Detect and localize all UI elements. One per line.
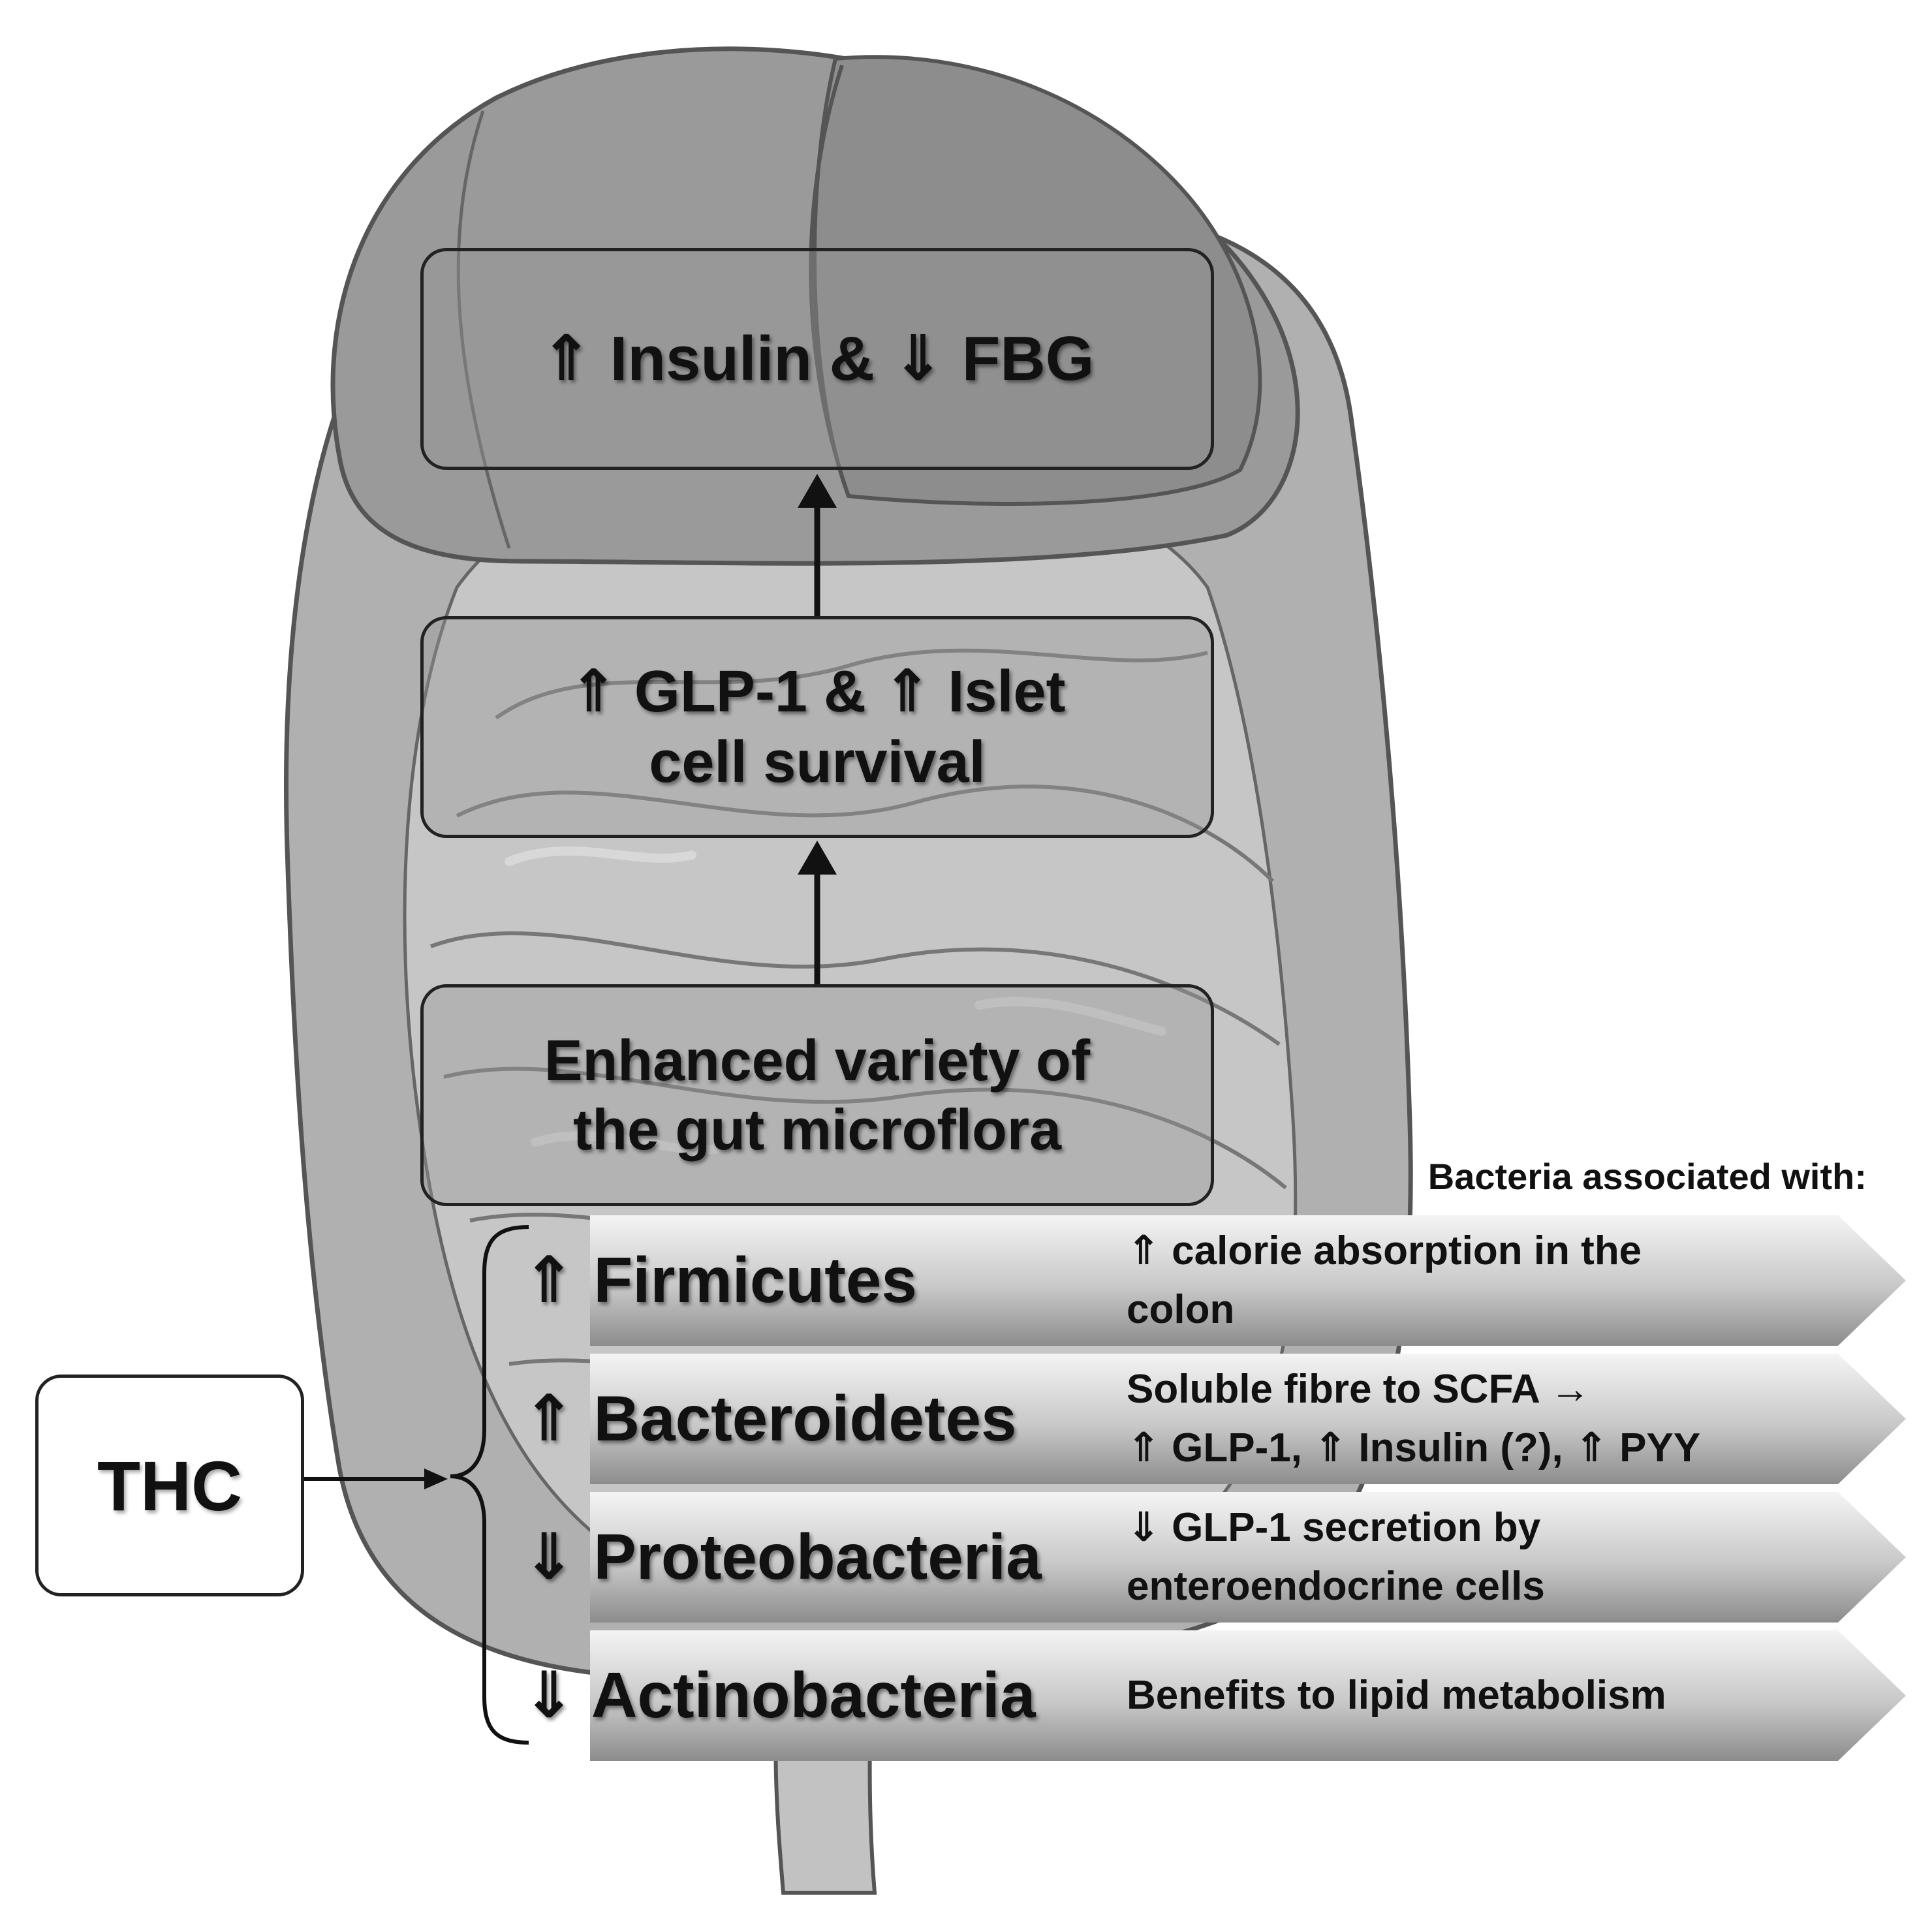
glp1-islet-label-line1: ⇑ GLP-1 & ⇑ Islet [569, 659, 1066, 724]
bacteria-effect-text: Soluble fibre to SCFA → ⇑ GLP-1, ⇑ Insul… [1127, 1367, 1701, 1470]
bacteria-effect-text: ⇑ calorie absorption in the colon [1127, 1228, 1642, 1332]
bacteria-effect: ⇑ calorie absorption in the colon [1127, 1215, 1805, 1346]
microflora-variety-box: Enhanced variety of the gut microflora [420, 984, 1214, 1206]
bacteria-header: Bacteria associated with: [1427, 1156, 1867, 1197]
bacteria-effect: Soluble fibre to SCFA → ⇑ GLP-1, ⇑ Insul… [1127, 1354, 1805, 1484]
lobe-divider-2 [456, 110, 511, 549]
bacteria-row-actinobacteria: ⇓ Actinobacteria Benefits to lipid metab… [0, 1630, 1932, 1761]
bacteria-effect-text: ⇓ GLP-1 secretion by enteroendocrine cel… [1127, 1505, 1545, 1609]
bacteria-name: ⇓ Proteobacteria [522, 1521, 1042, 1592]
thc-box: THC [35, 1375, 304, 1596]
insulin-fbg-label: ⇑ Insulin & ⇓ FBG [540, 324, 1095, 394]
band-bacteroidetes [590, 1354, 1906, 1484]
insulin-fbg-box: ⇑ Insulin & ⇓ FBG [420, 248, 1214, 470]
microflora-label-line2: the gut microflora [572, 1097, 1062, 1162]
bacteria-name: ⇑ Firmicutes [522, 1244, 917, 1316]
bacteria-row-proteobacteria: ⇓ Proteobacteria ⇓ GLP-1 secretion by en… [0, 1492, 1932, 1623]
bacteria-name: ⇑ Bacteroidetes [522, 1382, 1017, 1454]
bacteria-bands [590, 1215, 1906, 1761]
arrowhead-variety-to-glp1 [798, 841, 837, 875]
band-firmicutes [590, 1215, 1906, 1346]
glp1-islet-label-line2: cell survival [649, 730, 986, 795]
grouping-brace [450, 1225, 529, 1745]
arrowhead-thc-to-brace [424, 1468, 448, 1489]
band-actinobacteria [590, 1630, 1906, 1761]
band-proteobacteria [590, 1492, 1906, 1623]
thc-label: THC [97, 1446, 242, 1525]
bacteria-row-firmicutes: ⇑ Firmicutes ⇑ calorie absorption in the… [0, 1215, 1932, 1346]
bacteria-effect-text: Benefits to lipid metabolism [1127, 1673, 1666, 1718]
stomach-shape [813, 55, 1262, 506]
microflora-label-line1: Enhanced variety of [544, 1028, 1091, 1093]
bacteria-effect: Benefits to lipid metabolism [1127, 1630, 1805, 1761]
bacteria-row-bacteroidetes: ⇑ Bacteroidetes Soluble fibre to SCFA → … [0, 1354, 1932, 1484]
lobe-divider [809, 65, 850, 497]
bacteria-effect: ⇓ GLP-1 secretion by enteroendocrine cel… [1127, 1492, 1805, 1623]
arrowhead-glp1-to-insulin [798, 474, 837, 508]
glp1-islet-box: ⇑ GLP-1 & ⇑ Islet cell survival [420, 616, 1214, 838]
bacteria-name: ⇓ Actinobacteria [522, 1659, 1036, 1731]
